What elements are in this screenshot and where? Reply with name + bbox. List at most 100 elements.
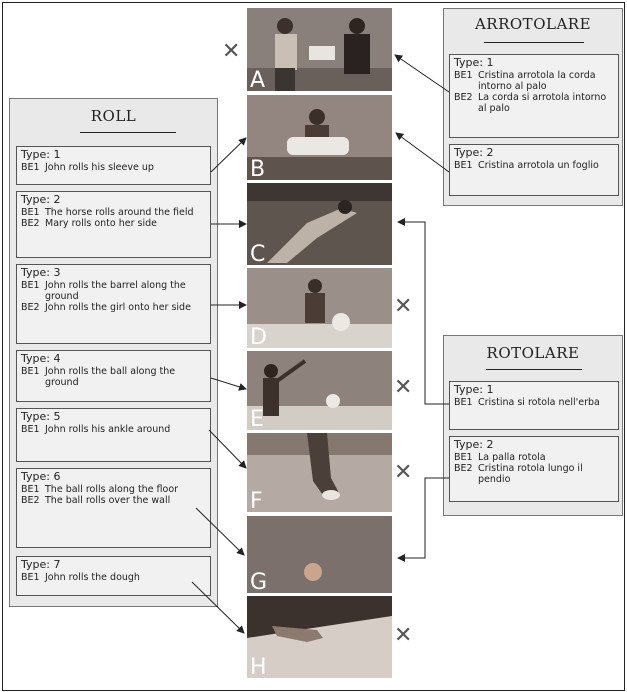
rotolare-type-1-label: Type: 1 <box>454 383 494 396</box>
photo-b-scene <box>247 95 392 180</box>
roll-type-5-label: Type: 5 <box>21 410 61 423</box>
arrow-rotolare1-to-c <box>397 218 449 405</box>
arrow-roll6-to-g <box>195 507 245 556</box>
photo-e: E <box>247 351 392 430</box>
photo-c-scene <box>247 183 392 265</box>
be-code: BE1 <box>21 484 40 495</box>
be-text: John rolls his ankle around <box>45 424 171 435</box>
arrotolare-type-2-box: Type: 2 BE1 Cristina arrotola un foglio <box>449 144 619 196</box>
be-text: John rolls the ball along the ground <box>45 366 176 388</box>
be-text: John rolls the girl onto her side <box>45 302 191 313</box>
photo-f-scene <box>247 433 392 512</box>
photo-h-letter: H <box>250 655 267 679</box>
roll-type-7-label: Type: 7 <box>21 558 61 571</box>
arrow-roll1-to-b <box>210 137 247 173</box>
photo-b-letter: B <box>250 157 266 181</box>
arrow-arrotolare1-to-a <box>394 54 450 93</box>
be-text: The ball rolls along the floor <box>45 484 179 495</box>
photo-c: C <box>247 183 392 265</box>
be-code: BE1 <box>454 397 473 408</box>
be-text: Cristina rotola lungo il pendio <box>478 463 583 485</box>
roll-type-1-box: Type: 1 BE1 John rolls his sleeve up <box>16 146 211 185</box>
be-text: Cristina si rotola nell'erba <box>478 397 600 408</box>
be-code: BE2 <box>21 302 40 313</box>
be-code: BE2 <box>454 463 473 474</box>
be-code: BE1 <box>21 162 40 173</box>
be-code: BE1 <box>21 366 40 377</box>
be-code: BE2 <box>454 92 473 103</box>
roll-type-1-label: Type: 1 <box>21 148 61 161</box>
arrotolare-type-1-label: Type: 1 <box>454 56 494 69</box>
be-code: BE1 <box>454 70 473 81</box>
photo-a-scene <box>247 8 392 91</box>
roll-type-5-box: Type: 5 BE1 John rolls his ankle around <box>16 408 211 462</box>
photo-f-letter: F <box>250 489 263 513</box>
photo-c-letter: C <box>250 242 266 266</box>
roll-type-7-box: Type: 7 BE1 John rolls the dough <box>16 556 211 596</box>
be-code: BE1 <box>454 160 473 171</box>
roll-type-4-label: Type: 4 <box>21 352 61 365</box>
roll-title-rule <box>80 132 176 133</box>
roll-type-3-label: Type: 3 <box>21 266 61 279</box>
be-text: Mary rolls onto her side <box>45 218 157 229</box>
x-mark-e: ✕ <box>394 375 413 400</box>
be-code: BE1 <box>21 280 40 291</box>
roll-type-2-box: Type: 2 BE1 The horse rolls around the fi… <box>16 191 211 258</box>
x-mark-f: ✕ <box>394 460 413 485</box>
be-code: BE1 <box>454 452 473 463</box>
rotolare-type-2-label: Type: 2 <box>454 438 494 451</box>
photo-h: H <box>247 596 392 678</box>
photo-a: A <box>247 8 392 91</box>
arrow-roll5-to-f <box>208 429 247 469</box>
be-text: John rolls the dough <box>45 572 140 583</box>
rotolare-type-2-box: Type: 2 BE1 La palla rotola BE2 Cristina r… <box>449 436 619 502</box>
be-text: John rolls his sleeve up <box>45 162 154 173</box>
photo-e-letter: E <box>250 407 264 431</box>
roll-type-6-label: Type: 6 <box>21 470 61 483</box>
photo-f: F <box>247 433 392 512</box>
photo-d-letter: D <box>250 325 267 349</box>
photo-b: B <box>247 95 392 180</box>
arrotolare-title-rule <box>484 42 584 43</box>
x-mark-a: ✕ <box>222 39 241 64</box>
be-text: La corda si arrotola intorno al palo <box>478 92 607 114</box>
photo-e-scene <box>247 351 392 430</box>
be-text: Cristina arrotola la corda intorno al pa… <box>478 70 596 92</box>
rotolare-title: ROTOLARE <box>486 344 580 362</box>
photo-h-scene <box>247 596 392 678</box>
arrotolare-type-2-label: Type: 2 <box>454 146 494 159</box>
x-mark-h: ✕ <box>394 623 413 648</box>
be-code: BE2 <box>21 218 40 229</box>
be-text: The ball rolls over the wall <box>45 495 171 506</box>
be-code: BE2 <box>21 495 40 506</box>
be-code: BE1 <box>21 424 40 435</box>
be-text: La palla rotola <box>478 452 546 463</box>
photo-g-scene <box>247 516 392 593</box>
photo-d-scene <box>247 268 392 348</box>
roll-type-2-label: Type: 2 <box>21 193 61 206</box>
arrotolare-title: ARROTOLARE <box>474 15 592 33</box>
roll-type-4-box: Type: 4 BE1 John rolls the ball along the… <box>16 350 211 402</box>
be-code: BE1 <box>21 572 40 583</box>
arrow-rotolare2-to-g <box>397 477 449 562</box>
roll-title: ROLL <box>90 107 137 125</box>
roll-type-6-box: Type: 6 BE1 The ball rolls along the floo… <box>16 468 211 548</box>
be-text: The horse rolls around the field <box>45 207 194 218</box>
rotolare-type-1-box: Type: 1 BE1 Cristina si rotola nell'erba <box>449 381 619 430</box>
x-mark-d: ✕ <box>394 294 413 319</box>
arrow-arrotolare2-to-b <box>395 132 450 173</box>
arrow-roll4-to-e <box>210 377 247 391</box>
rotolare-title-rule <box>486 369 582 370</box>
photo-g-letter: G <box>250 570 268 594</box>
roll-type-3-box: Type: 3 BE1 John rolls the barrel along t… <box>16 264 211 344</box>
photo-a-letter: A <box>250 68 266 92</box>
photo-g: G <box>247 516 392 593</box>
be-text: Cristina arrotola un foglio <box>478 160 599 171</box>
arrow-roll7-to-h <box>191 581 245 634</box>
photo-d: D <box>247 268 392 348</box>
be-code: BE1 <box>21 207 40 218</box>
be-text: John rolls the barrel along the ground <box>45 280 186 302</box>
arrotolare-type-1-box: Type: 1 BE1 Cristina arrotola la corda in… <box>449 54 619 138</box>
